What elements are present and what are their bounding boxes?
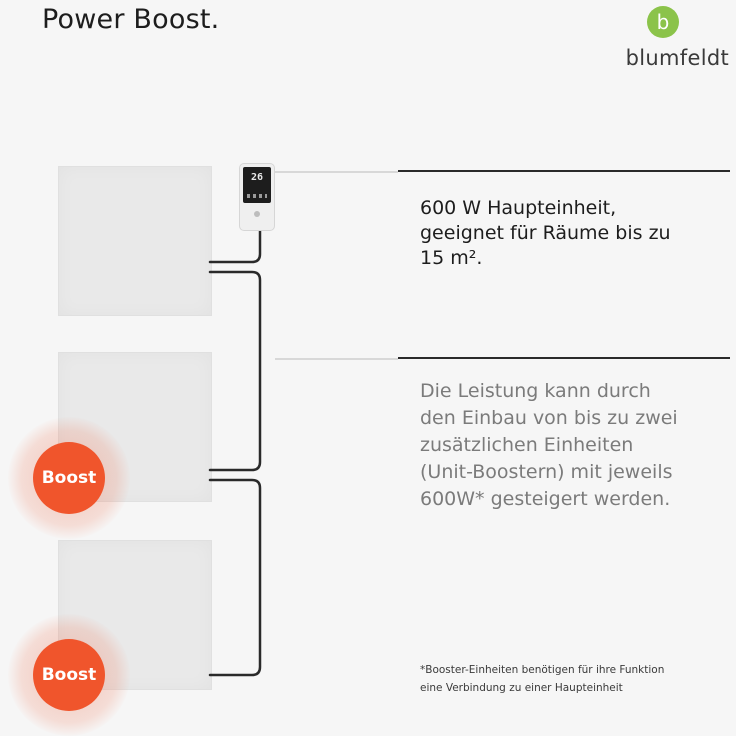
controller-indicators xyxy=(247,194,267,198)
brand-logo: b blumfeldt xyxy=(599,4,729,72)
main-heater-panel xyxy=(58,166,212,316)
booster-description: Die Leistung kann durch den Einbau von b… xyxy=(420,380,678,510)
main-unit-description: 600 W Haupteinheit, geeignet für Räume b… xyxy=(420,197,671,269)
controller-logo-icon xyxy=(254,211,260,217)
page-title: Power Boost. xyxy=(42,4,220,35)
footnote: *Booster-Einheiten benötigen für ihre Fu… xyxy=(420,664,665,694)
controller-temperature: 26 xyxy=(250,172,264,183)
blumfeldt-logo-icon: b xyxy=(647,6,679,38)
boost-badge-1: Boost xyxy=(8,417,130,539)
brand-name: blumfeldt xyxy=(625,46,729,70)
divider-main-2 xyxy=(398,357,730,359)
divider-thin-1 xyxy=(275,171,398,173)
divider-main-1 xyxy=(398,170,730,172)
boost-label-2: Boost xyxy=(33,639,105,711)
controller-display: 26 xyxy=(243,167,271,203)
boost-badge-2: Boost xyxy=(8,614,130,736)
boost-label-1: Boost xyxy=(33,442,105,514)
svg-text:b: b xyxy=(657,10,670,34)
divider-thin-2 xyxy=(275,358,398,360)
thermostat-controller: 26 xyxy=(240,164,274,230)
